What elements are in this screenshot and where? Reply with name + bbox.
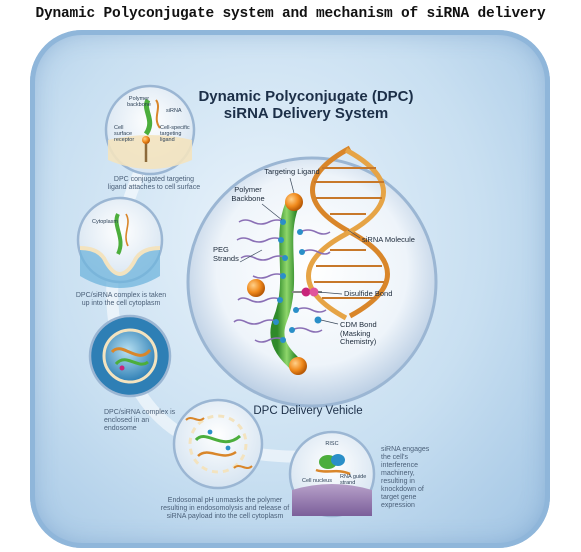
step1-caption-l2: ligand attaches to cell surface bbox=[107, 184, 201, 191]
label-disulfide-bond: Disulfide Bond bbox=[344, 289, 393, 298]
label-cdm-bond: CDM Bond (Masking Chemistry) bbox=[340, 320, 400, 347]
endosome bbox=[102, 328, 158, 384]
step3-caption-l1: DPC/siRNA complex is bbox=[104, 409, 176, 416]
step1-caption-l1: DPC conjugated targeting bbox=[113, 176, 195, 183]
step1-label-polymer: Polymer backbone bbox=[124, 96, 154, 108]
step1-receptor-l3: receptor bbox=[114, 137, 135, 143]
step4-caption-l2: resulting in endosomolysis and release o… bbox=[160, 505, 290, 512]
step5-caption-l2: the cell's bbox=[381, 454, 409, 461]
step3-caption-l2: enclosed in an bbox=[104, 417, 150, 424]
step1-polymer-l1: Polymer bbox=[128, 96, 150, 102]
step4-caption-l3: siRNA payload into the cell cytoplasm bbox=[166, 513, 284, 520]
step5-label-nucleus: Cell nucleus bbox=[302, 478, 332, 484]
page-heading: Dynamic Polyconjugate system and mechani… bbox=[35, 6, 546, 22]
poster-title-line1: Dynamic Polyconjugate (DPC) bbox=[198, 88, 414, 105]
cdm-bonds bbox=[273, 219, 322, 343]
vehicle-label: DPC Delivery Vehicle bbox=[253, 405, 363, 417]
step5-guide-l2: strand bbox=[340, 480, 356, 486]
step5-guide-l1: RNA guide bbox=[340, 474, 367, 480]
peg-strands bbox=[233, 219, 331, 343]
label-cdm-l1: CDM Bond bbox=[340, 320, 377, 329]
step5-caption-l8: expression bbox=[381, 502, 415, 509]
step1-ligand-l1: Cell-specific bbox=[160, 125, 190, 131]
poster-title: Dynamic Polyconjugate (DPC) siRNA Delive… bbox=[190, 88, 422, 122]
step2-caption-l1: DPC/siRNA complex is taken bbox=[75, 292, 167, 299]
step5-caption-l1: siRNA engages bbox=[381, 446, 430, 453]
poster-title-line2: siRNA Delivery System bbox=[223, 105, 389, 122]
targeting-ligand-left bbox=[247, 279, 265, 297]
step3-caption: DPC/siRNA complex is enclosed in an endo… bbox=[104, 409, 184, 433]
step1-receptor-l2: surface bbox=[114, 131, 133, 137]
label-polymer-backbone-l1: Polymer bbox=[234, 185, 262, 194]
step5-label-guide: RNA guide strand bbox=[340, 474, 370, 486]
step5-caption: siRNA engages the cell's interference ma… bbox=[381, 446, 441, 510]
label-cdm-l2: (Masking bbox=[340, 328, 371, 338]
targeting-ligand-top bbox=[285, 193, 303, 211]
step1-receptor-l1: Cell bbox=[114, 125, 124, 131]
step1-label-ligand: Cell-specific targeting ligand bbox=[160, 125, 196, 143]
step5-caption-l7: target gene bbox=[381, 494, 417, 501]
label-peg-l1: PEG bbox=[213, 245, 229, 254]
label-polymer-backbone-l2: Backbone bbox=[231, 193, 265, 203]
polymer-backbone bbox=[270, 198, 303, 372]
step1-ligand-l2: targeting bbox=[160, 131, 182, 137]
label-cdm-l3: Chemistry) bbox=[340, 337, 377, 346]
disulfide-bond bbox=[292, 287, 322, 297]
step1-caption: DPC conjugated targeting ligand attaches… bbox=[98, 176, 210, 192]
targeting-ligand-bottom bbox=[289, 357, 307, 375]
sirna-helix bbox=[306, 145, 390, 321]
label-peg-strands: PEG Strands bbox=[213, 245, 253, 263]
step2-caption-l2: up into the cell cytoplasm bbox=[81, 300, 161, 307]
label-peg-l2: Strands bbox=[213, 253, 239, 263]
step3-caption-l3: endosome bbox=[104, 425, 137, 432]
step5-caption-l3: interference bbox=[381, 462, 418, 469]
step1-label-receptor: Cell surface receptor bbox=[114, 125, 140, 143]
step5-label-risc: RISC bbox=[325, 441, 339, 447]
step4-caption-l1: Endosomal pH unmasks the polymer bbox=[167, 497, 283, 504]
step1-polymer-l2: backbone bbox=[127, 102, 151, 108]
step2-label-cytoplasm: Cytoplasm bbox=[92, 219, 118, 225]
step1-label-sirna: siRNA bbox=[166, 108, 182, 114]
step1-ligand-l3: ligand bbox=[160, 137, 175, 143]
label-sirna-molecule: siRNA Molecule bbox=[362, 235, 415, 244]
label-targeting-ligand: Targeting Ligand bbox=[264, 167, 320, 176]
step4-caption: Endosomal pH unmasks the polymer resulti… bbox=[150, 497, 300, 521]
step5-caption-l5: resulting in bbox=[381, 478, 415, 485]
step5-caption-l6: knockdown of bbox=[381, 486, 424, 493]
step2-caption: DPC/siRNA complex is taken up into the c… bbox=[64, 292, 178, 308]
step5-caption-l4: machinery, bbox=[381, 470, 415, 477]
label-polymer-backbone: Polymer Backbone bbox=[226, 185, 270, 203]
